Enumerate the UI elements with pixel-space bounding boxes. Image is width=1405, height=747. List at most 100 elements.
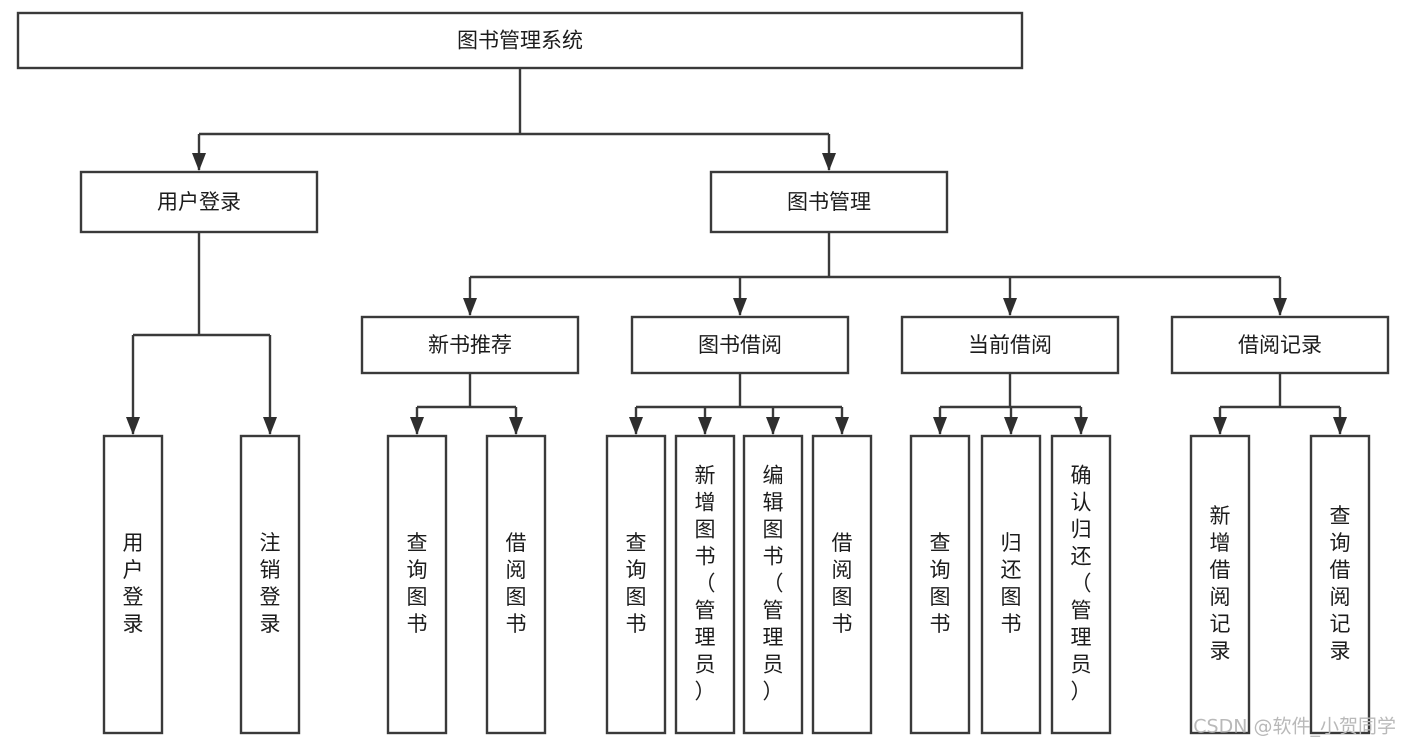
arrow-leaf-2-3 — [835, 417, 849, 435]
leaf-4-rect[interactable] — [605, 434, 667, 735]
node-root[interactable]: 图书管理系统 — [16, 11, 1024, 70]
svg-text:户: 户 — [123, 558, 144, 582]
svg-text:）: ） — [695, 680, 716, 704]
node-root-rect[interactable] — [16, 11, 1024, 70]
svg-text:书: 书 — [626, 612, 647, 636]
leaf-1-rect[interactable] — [239, 434, 301, 735]
arrow-leaf-0-1 — [263, 417, 277, 435]
leaf-7-rect[interactable] — [811, 434, 873, 735]
arrow-leaf-3-2 — [1074, 417, 1088, 435]
svg-text:员: 员 — [763, 653, 784, 677]
svg-text:查: 查 — [1330, 504, 1351, 528]
arrow-root-to-l2-0 — [192, 153, 206, 171]
svg-text:录: 录 — [1330, 639, 1351, 663]
svg-text:书: 书 — [763, 545, 784, 569]
svg-text:）: ） — [763, 680, 784, 704]
node-l3-2[interactable]: 当前借阅 — [900, 315, 1120, 375]
svg-text:阅: 阅 — [1210, 585, 1231, 609]
node-l2-1[interactable]: 图书管理 — [709, 170, 949, 234]
svg-text:认: 认 — [1071, 491, 1092, 515]
svg-text:员: 员 — [1071, 653, 1092, 677]
svg-text:登: 登 — [260, 585, 281, 609]
svg-text:查: 查 — [407, 531, 428, 555]
leaf-2-rect[interactable] — [386, 434, 448, 735]
svg-text:询: 询 — [1330, 531, 1351, 555]
svg-text:管: 管 — [1071, 599, 1092, 623]
svg-text:询: 询 — [626, 558, 647, 582]
svg-text:查: 查 — [930, 531, 951, 555]
svg-text:书: 书 — [695, 545, 716, 569]
leaf-11-rect[interactable] — [1189, 434, 1251, 735]
leaf-6-rect[interactable] — [742, 434, 804, 735]
node-l3-0-label: 新书推荐 — [428, 333, 512, 357]
svg-text:用: 用 — [123, 531, 144, 555]
svg-text:（: （ — [1071, 572, 1092, 596]
leaf-8-rect[interactable] — [909, 434, 971, 735]
leaf-9-rect[interactable] — [980, 434, 1042, 735]
svg-text:图: 图 — [626, 585, 647, 609]
svg-text:录: 录 — [1210, 639, 1231, 663]
svg-text:新: 新 — [695, 464, 716, 488]
arrow-leaf-2-2 — [766, 417, 780, 435]
svg-text:图: 图 — [832, 585, 853, 609]
svg-text:图: 图 — [506, 585, 527, 609]
svg-text:录: 录 — [123, 612, 144, 636]
svg-text:询: 询 — [407, 558, 428, 582]
node-l3-1[interactable]: 图书借阅 — [630, 315, 850, 375]
watermark-label: CSDN @软件_小贺同学 — [1193, 716, 1396, 738]
svg-text:书: 书 — [407, 612, 428, 636]
node-l2-0[interactable]: 用户登录 — [79, 170, 319, 234]
leaf-12-rect[interactable] — [1309, 434, 1371, 735]
svg-text:理: 理 — [1071, 626, 1092, 650]
arrow-l3-0 — [463, 298, 477, 316]
svg-text:书: 书 — [506, 612, 527, 636]
node-l3-3[interactable]: 借阅记录 — [1170, 315, 1390, 375]
arrow-leaf-0-0 — [126, 417, 140, 435]
node-l3-0-rect[interactable] — [360, 315, 580, 375]
svg-text:书: 书 — [930, 612, 951, 636]
svg-text:借: 借 — [506, 531, 527, 555]
svg-text:归: 归 — [1071, 518, 1092, 542]
leaf-0[interactable]: 用户登录 — [102, 434, 164, 735]
node-l3-0[interactable]: 新书推荐 — [360, 315, 580, 375]
svg-text:管: 管 — [695, 599, 716, 623]
arrow-leaf-4-0 — [1213, 417, 1227, 435]
arrow-leaf-1-0 — [410, 417, 424, 435]
arrow-leaf-3-0 — [933, 417, 947, 435]
svg-text:书: 书 — [1001, 612, 1022, 636]
leaf-5-rect[interactable] — [674, 434, 736, 735]
node-l2-0-rect[interactable] — [79, 170, 319, 234]
svg-text:还: 还 — [1001, 558, 1022, 582]
svg-text:录: 录 — [260, 612, 281, 636]
arrow-l3-3 — [1273, 298, 1287, 316]
leaf-0-rect[interactable] — [102, 434, 164, 735]
svg-text:阅: 阅 — [506, 558, 527, 582]
node-l3-3-label: 借阅记录 — [1238, 333, 1322, 357]
svg-text:确: 确 — [1071, 464, 1092, 488]
leaf-3-rect[interactable] — [485, 434, 547, 735]
svg-text:管: 管 — [763, 599, 784, 623]
leaf-10-rect[interactable] — [1050, 434, 1112, 735]
node-l3-2-rect[interactable] — [900, 315, 1120, 375]
node-l2-1-label: 图书管理 — [787, 190, 871, 214]
